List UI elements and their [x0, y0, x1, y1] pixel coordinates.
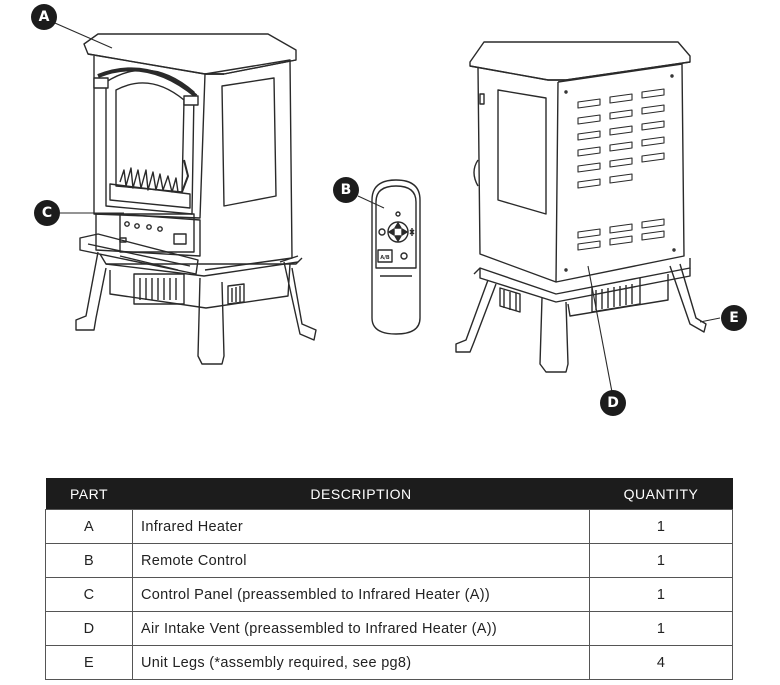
table-row: B Remote Control 1: [45, 543, 733, 578]
remote-control-drawing: [371, 179, 421, 335]
quantity-cell: 1: [589, 543, 733, 578]
part-cell: E: [45, 645, 133, 680]
callout-d: D: [600, 390, 626, 416]
leader-line-a: [47, 19, 113, 49]
description-cell: Unit Legs (*assembly required, see pg8): [132, 645, 590, 680]
svg-text:B: B: [341, 182, 352, 198]
part-cell: A: [45, 509, 133, 544]
infrared-heater-front-drawing: [75, 33, 317, 365]
header-part: PART: [45, 478, 133, 510]
description-cell: Air Intake Vent (preassembled to Infrare…: [132, 611, 590, 646]
table-row: D Air Intake Vent (preassembled to Infra…: [45, 611, 733, 646]
table-row: C Control Panel (preassembled to Infrare…: [45, 577, 733, 612]
remote-mode-label: A/B: [380, 255, 390, 261]
leader-line-d: [587, 265, 613, 393]
leader-line-e: [699, 317, 721, 323]
parts-table: PART DESCRIPTION QUANTITY A Infrared Hea…: [45, 478, 733, 680]
header-description: DESCRIPTION: [132, 478, 590, 510]
quantity-cell: 1: [589, 577, 733, 612]
svg-text:A: A: [39, 9, 50, 25]
table-row: E Unit Legs (*assembly required, see pg8…: [45, 645, 733, 680]
part-cell: B: [45, 543, 133, 578]
description-cell: Remote Control: [132, 543, 590, 578]
callout-a: A: [31, 4, 57, 30]
quantity-cell: 1: [589, 509, 733, 544]
header-quantity: QUANTITY: [589, 478, 733, 510]
svg-text:E: E: [729, 310, 739, 326]
parts-illustration: A/B A B C D E: [31, 4, 747, 416]
svg-text:D: D: [607, 395, 619, 411]
quantity-cell: 4: [589, 645, 733, 680]
leader-line-b: [357, 195, 385, 209]
callout-c: C: [34, 200, 60, 226]
table-row: A Infrared Heater 1: [45, 509, 733, 544]
callout-b: B: [333, 177, 359, 203]
callout-e: E: [721, 305, 747, 331]
part-cell: D: [45, 611, 133, 646]
infrared-heater-rear-drawing: [455, 41, 707, 373]
description-cell: Infrared Heater: [132, 509, 590, 544]
part-cell: C: [45, 577, 133, 612]
description-cell: Control Panel (preassembled to Infrared …: [132, 577, 590, 612]
quantity-cell: 1: [589, 611, 733, 646]
svg-text:C: C: [42, 205, 52, 221]
table-header-row: PART DESCRIPTION QUANTITY: [45, 478, 733, 510]
